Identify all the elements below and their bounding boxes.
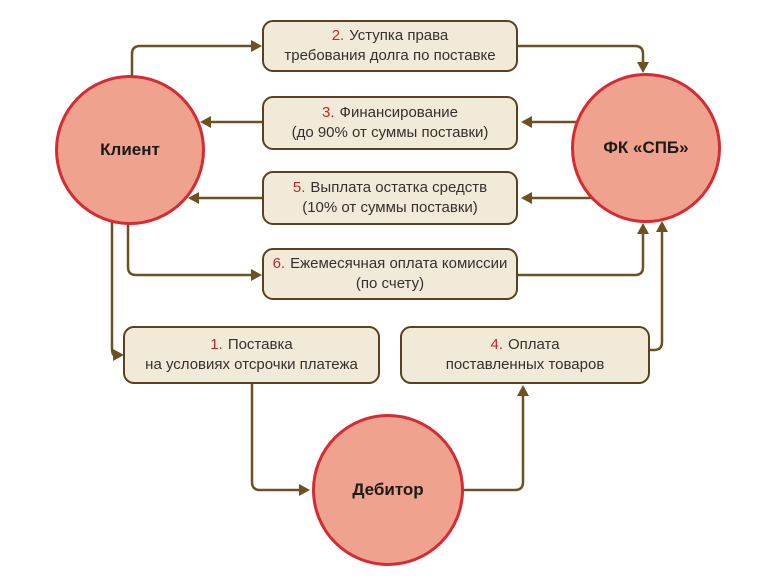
step-title-row: 3.Финансирование [322, 103, 458, 123]
step-title-row: 6.Ежемесячная оплата комиссии [273, 254, 508, 274]
node-client: Клиент [55, 75, 205, 225]
step-title-row: 1.Поставка [210, 335, 292, 355]
arrow-client-to-box1 [110, 150, 124, 361]
arrow-debtor-to-box4 [430, 385, 529, 492]
node-label: Клиент [100, 140, 160, 159]
step-number: 3. [322, 104, 335, 121]
step-title: Поставка [227, 336, 293, 353]
step-number: 6. [272, 255, 286, 272]
step-box-goods-payment: 4.Оплата поставленных товаров [400, 326, 650, 384]
step-box-balance-payment: 5.Выплата остатка средств (10% от суммы … [262, 171, 518, 225]
node-label: Дебитор [352, 480, 424, 499]
arrow-box3-to-client [200, 116, 264, 128]
step-subtitle: на условиях отсрочки платежа [145, 356, 358, 373]
step-title-row: 4.Оплата [490, 335, 559, 355]
step-subtitle: (до 90% от суммы поставки) [291, 124, 489, 141]
arrow-box6-to-factor [516, 223, 649, 277]
step-subtitle: (по счету) [355, 275, 425, 292]
step-number: 1. [210, 336, 223, 353]
arrow-box4-to-factor [644, 221, 668, 352]
arrow-client-to-box6 [126, 150, 262, 281]
node-factor: ФК «СПБ» [571, 73, 721, 223]
step-title: Оплата [507, 336, 560, 353]
step-title: Выплата остатка средств [310, 179, 488, 196]
step-subtitle: поставленных товаров [445, 356, 605, 373]
step-title: Ежемесячная оплата комиссии [290, 255, 508, 272]
arrow-box2-to-factor [516, 44, 649, 73]
step-subtitle: (10% от суммы поставки) [302, 199, 478, 216]
step-title: Финансирование [339, 104, 458, 121]
step-number: 5. [292, 179, 306, 196]
step-number: 2. [331, 27, 345, 44]
step-box-commission: 6.Ежемесячная оплата комиссии (по счету) [262, 248, 518, 300]
arrow-box5-to-client [188, 192, 264, 204]
step-box-financing: 3.Финансирование (до 90% от суммы постав… [262, 96, 518, 150]
arrow-box1-to-debtor [250, 382, 310, 496]
step-subtitle: требования долга по поставке [284, 47, 496, 64]
step-title-row: 5.Выплата остатка средств [293, 178, 487, 198]
step-title: Уступка права [349, 27, 449, 44]
arrow-client-to-box2 [130, 40, 262, 150]
step-number: 4. [490, 336, 503, 353]
node-label: ФК «СПБ» [603, 138, 689, 157]
step-box-delivery: 1.Поставка на условиях отсрочки платежа [123, 326, 380, 384]
node-debtor: Дебитор [312, 414, 464, 566]
step-title-row: 2.Уступка права [332, 26, 449, 46]
step-box-cession: 2.Уступка права требования долга по пост… [262, 20, 518, 72]
